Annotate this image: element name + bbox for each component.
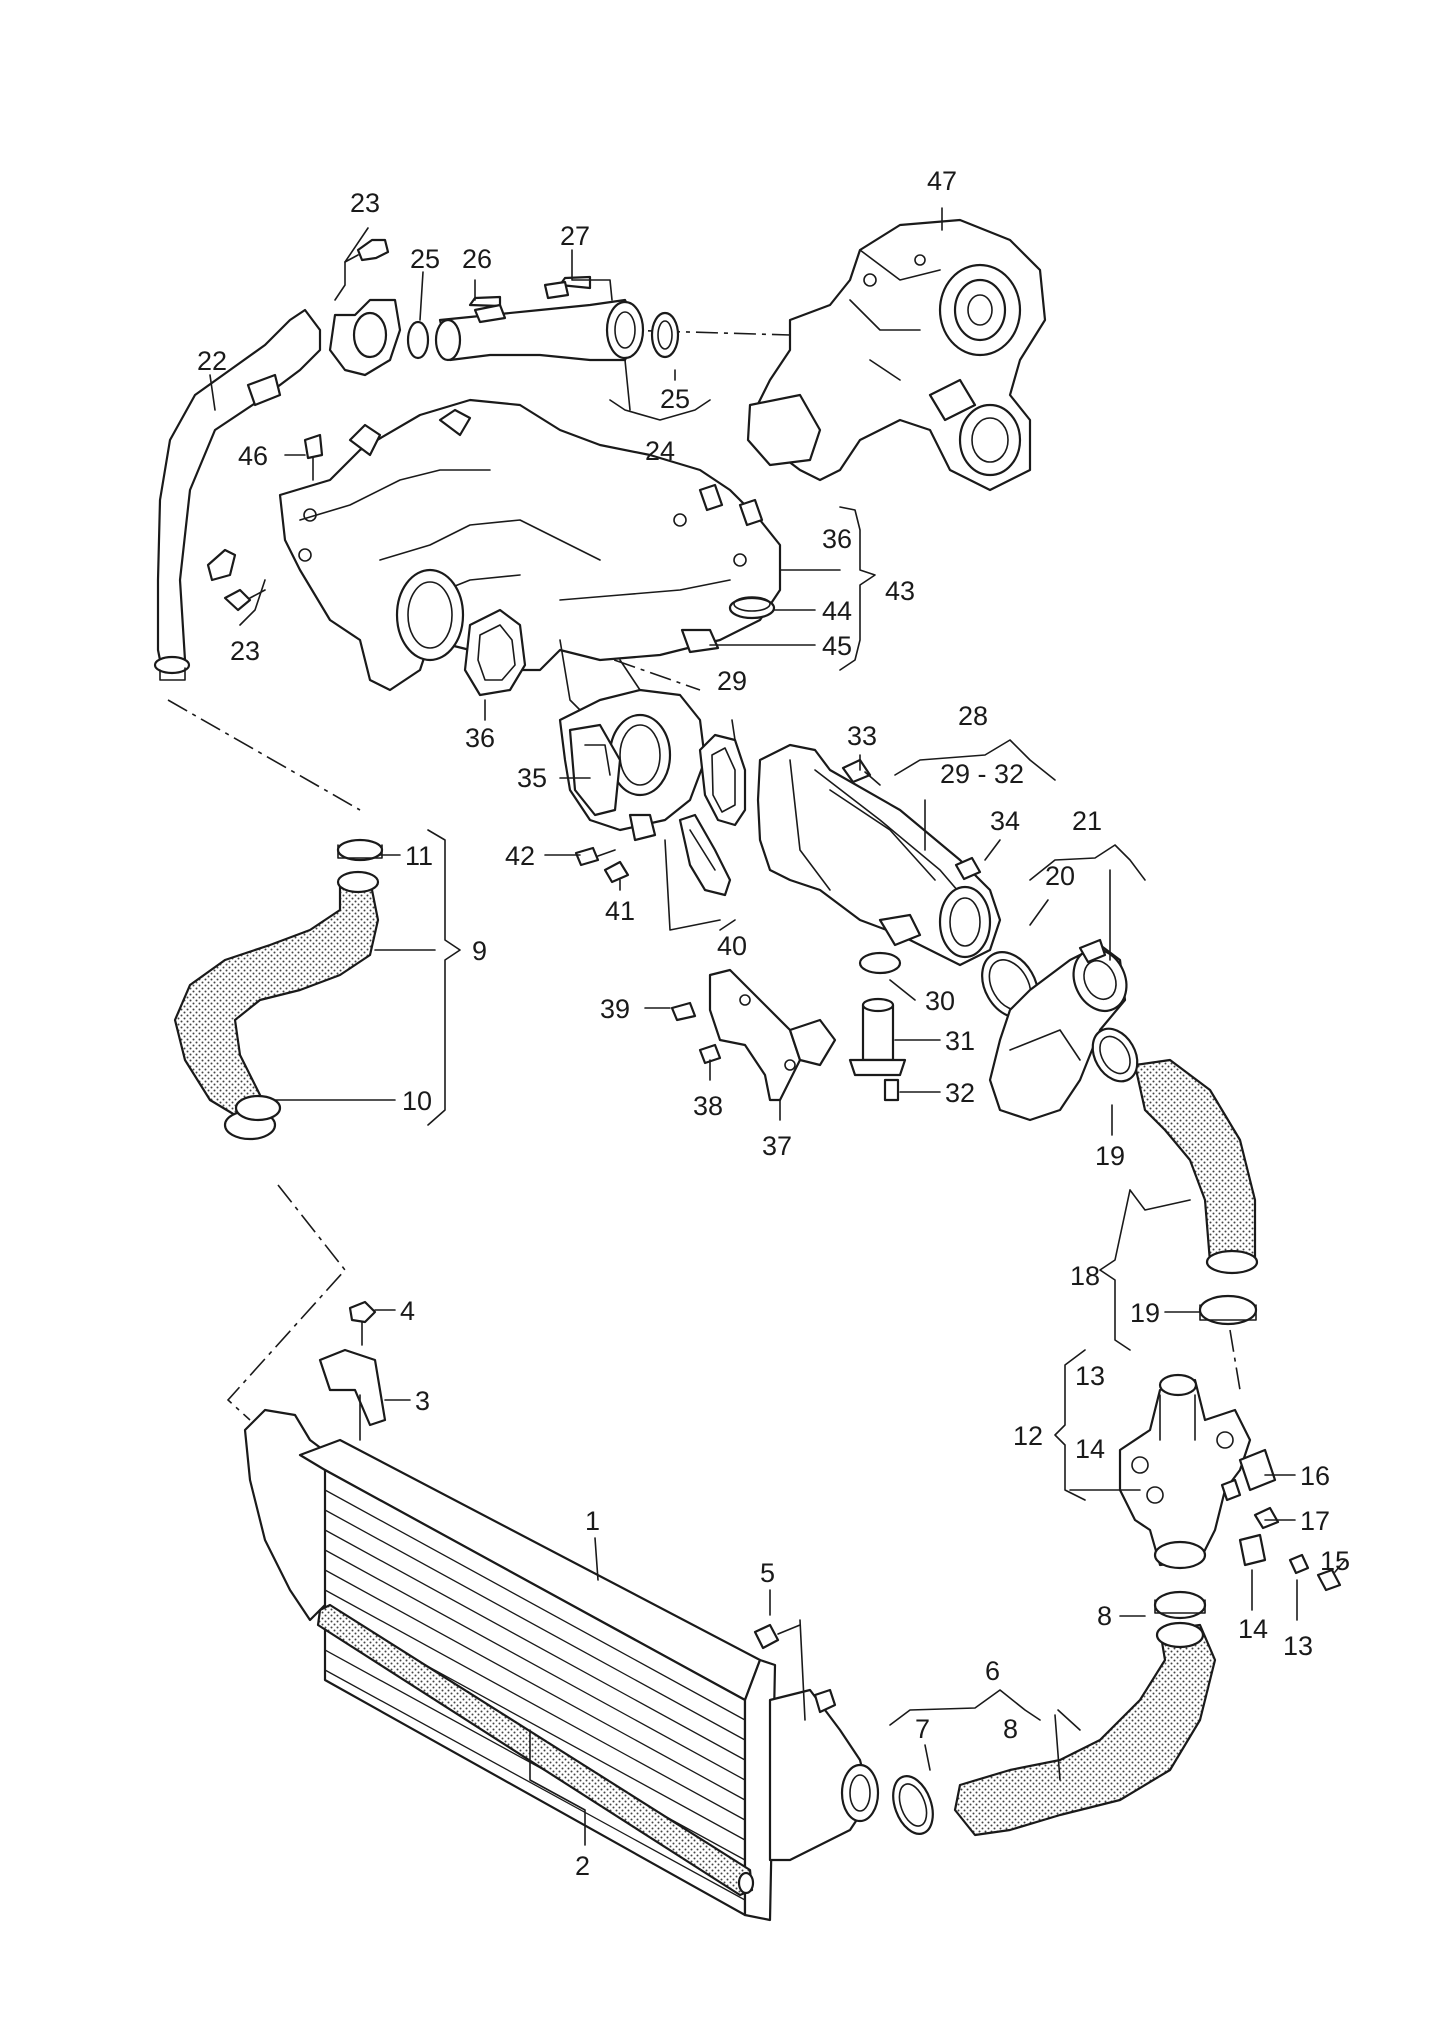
callout-38: 38 <box>693 1091 723 1121</box>
callout-16: 16 <box>1300 1461 1330 1491</box>
callout-27: 27 <box>560 221 590 251</box>
callout-labels: 23 25 26 27 47 22 25 24 46 36 43 44 45 2… <box>197 166 1350 1881</box>
callout-19-lower: 19 <box>1130 1298 1160 1328</box>
callout-43: 43 <box>885 576 915 606</box>
callout-14-upper: 14 <box>1075 1434 1105 1464</box>
callout-28-range: 29 - 32 <box>940 759 1024 789</box>
callout-24: 24 <box>645 436 675 466</box>
callout-25-left: 25 <box>410 244 440 274</box>
callout-30: 30 <box>925 986 955 1016</box>
bracket-40 <box>678 813 732 897</box>
callout-37: 37 <box>762 1131 792 1161</box>
turbocharger <box>746 218 1047 492</box>
callout-44: 44 <box>822 596 852 626</box>
callout-36-upper: 36 <box>822 524 852 554</box>
callout-25-right: 25 <box>660 384 690 414</box>
intake-flap-housing <box>558 688 707 842</box>
callout-29: 29 <box>717 666 747 696</box>
callout-40: 40 <box>717 931 747 961</box>
callout-20: 20 <box>1045 861 1075 891</box>
callout-26: 26 <box>462 244 492 274</box>
callout-46: 46 <box>238 441 268 471</box>
callout-47: 47 <box>927 166 957 196</box>
charge-air-hose-lower <box>892 1590 1217 1837</box>
callout-31: 31 <box>945 1026 975 1056</box>
charge-air-cooler <box>243 1408 880 1922</box>
leader-lines <box>209 207 1346 1846</box>
callout-33: 33 <box>847 721 877 751</box>
callout-23-top: 23 <box>350 188 380 218</box>
callout-41: 41 <box>605 896 635 926</box>
callout-4: 4 <box>400 1296 415 1326</box>
callout-13-lower: 13 <box>1283 1631 1313 1661</box>
charge-air-hose-left <box>173 838 384 1141</box>
callout-7: 7 <box>915 1714 930 1744</box>
gasket-29 <box>698 733 747 827</box>
callout-8-right: 8 <box>1097 1601 1112 1631</box>
callout-13-upper: 13 <box>1075 1361 1105 1391</box>
charge-air-distributor-pipe <box>756 743 1002 967</box>
callout-23-left: 23 <box>230 636 260 666</box>
connecting-piece <box>1118 1373 1342 1592</box>
intake-manifold <box>278 398 782 711</box>
callout-36-lower: 36 <box>465 723 495 753</box>
callout-34: 34 <box>990 806 1020 836</box>
manifold-gaskets <box>463 596 776 697</box>
callout-39: 39 <box>600 994 630 1024</box>
bracket-37 <box>670 968 837 1102</box>
callout-28: 28 <box>958 701 988 731</box>
callout-22: 22 <box>197 346 227 376</box>
throttle-valve-module <box>981 938 1128 1122</box>
callout-2: 2 <box>575 1851 590 1881</box>
callout-3: 3 <box>415 1386 430 1416</box>
cooler-bracket <box>318 1300 837 1714</box>
callout-19-upper: 19 <box>1095 1141 1125 1171</box>
callout-18: 18 <box>1070 1261 1100 1291</box>
callout-9: 9 <box>472 936 487 966</box>
callout-6: 6 <box>985 1656 1000 1686</box>
sensor-assembly <box>848 951 907 1102</box>
callout-12: 12 <box>1013 1421 1043 1451</box>
callout-1: 1 <box>585 1506 600 1536</box>
callout-14-lower: 14 <box>1238 1614 1268 1644</box>
charge-air-pipe-upper <box>153 298 402 681</box>
sealing-strip <box>316 1603 755 1897</box>
callout-17: 17 <box>1300 1506 1330 1536</box>
callout-21: 21 <box>1072 806 1102 836</box>
callout-42: 42 <box>505 841 535 871</box>
callout-32: 32 <box>945 1078 975 1108</box>
callout-45: 45 <box>822 631 852 661</box>
callout-10: 10 <box>402 1086 432 1116</box>
callout-11: 11 <box>405 841 433 871</box>
callout-15: 15 <box>1320 1546 1350 1576</box>
callout-5: 5 <box>760 1558 775 1588</box>
callout-35: 35 <box>517 763 547 793</box>
flange-screws <box>303 433 982 884</box>
charge-air-hose-right <box>1091 1027 1259 1326</box>
callout-8-lower: 8 <box>1003 1714 1018 1744</box>
upper-screws <box>223 238 570 612</box>
connector-pipe-assembly <box>406 275 680 362</box>
